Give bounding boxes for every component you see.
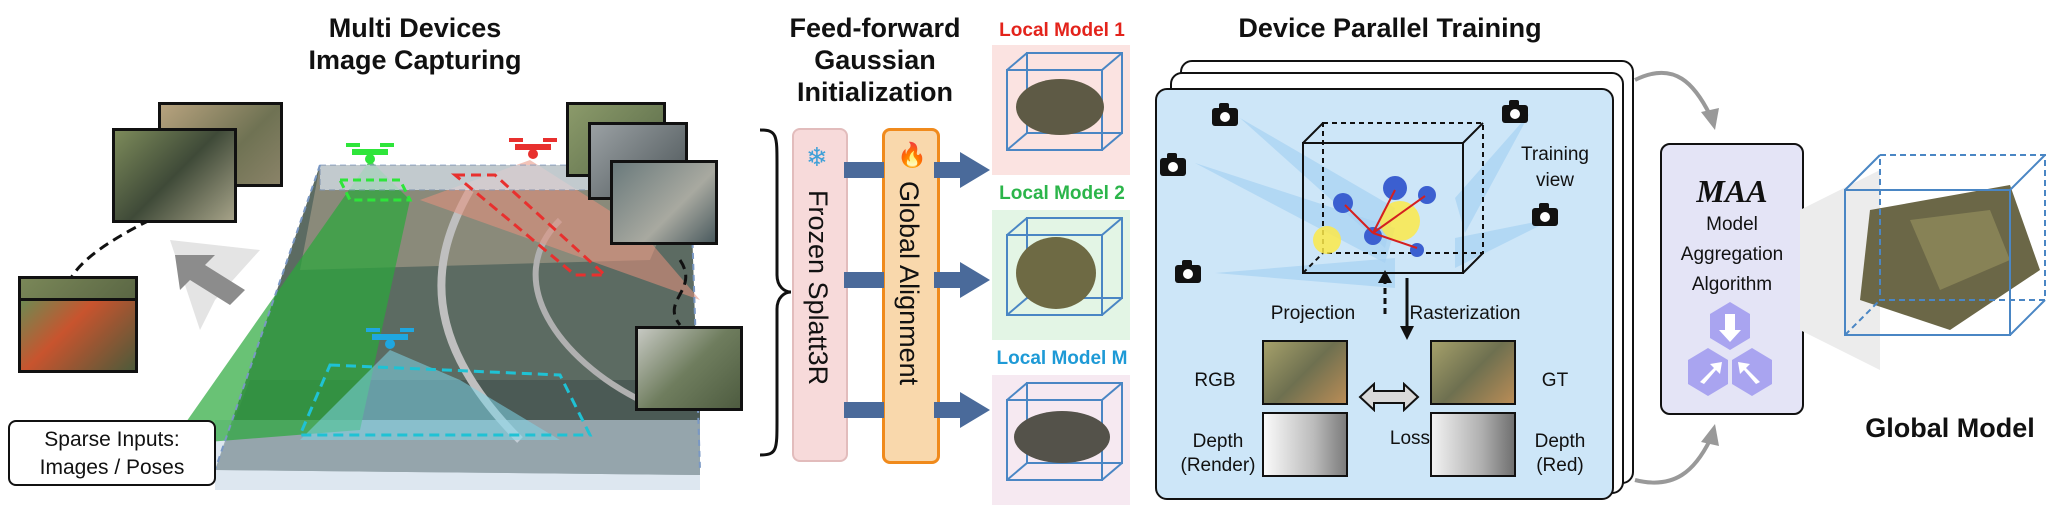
global-alignment-block: 🔥 Global Alignment	[882, 128, 940, 464]
rgb-render-image	[1262, 340, 1348, 405]
sparse-inputs-box: Sparse Inputs: Images / Poses	[8, 420, 216, 486]
photo-thumbnail	[610, 160, 718, 245]
training-view-label: Training view	[1521, 144, 1589, 191]
gt-image	[1430, 340, 1516, 405]
drone-icon	[509, 138, 557, 159]
gaussian-blob	[1380, 201, 1420, 241]
frozen-splatt3r-label: Frozen Splatt3R	[803, 190, 833, 386]
camera-icon	[1160, 153, 1186, 176]
camera-ray	[1455, 113, 1530, 233]
maa-line1: Model	[1706, 214, 1758, 235]
global-model-cube	[1844, 154, 2046, 336]
rgb-label: RGB	[1194, 370, 1236, 391]
red-frustum	[420, 160, 700, 300]
gaussian-blob	[1313, 226, 1341, 254]
depth-red-line1: Depth	[1534, 431, 1586, 452]
photo-thumbnail	[18, 298, 138, 373]
green-footprint	[337, 178, 413, 202]
init-arrows	[844, 152, 990, 428]
cyan-footprint	[297, 363, 593, 437]
frozen-splatt3r-block: ❄ Frozen Splatt3R	[792, 128, 848, 462]
photo-thumbnail	[635, 326, 743, 411]
training-scene	[1195, 113, 1555, 340]
local-model-cubes	[1006, 52, 1123, 481]
local-model-2-label: Local Model 2	[999, 183, 1125, 204]
gaussian-blob	[1014, 411, 1110, 463]
sparse-inputs-line2: Images / Poses	[39, 456, 185, 479]
projection-label: Projection	[1270, 303, 1356, 324]
depth-red-line2: (Red)	[1536, 455, 1584, 476]
depth-render-image	[1262, 412, 1348, 477]
loss-arrow-icon	[1358, 382, 1420, 412]
gaussian-blob	[1383, 176, 1407, 200]
photo-thumbnail	[112, 128, 237, 223]
init-title: Feed-forward Gaussian Initialization	[789, 13, 961, 107]
capture-scene	[68, 138, 701, 490]
training-title: Device Parallel Training	[1238, 13, 1542, 43]
cyan-frustum	[300, 350, 560, 440]
loss-label: Loss	[1389, 428, 1431, 449]
camera-icon	[1212, 103, 1238, 126]
projection-arrowhead	[1378, 270, 1392, 283]
left-edge	[214, 164, 321, 471]
camera-icon	[1175, 260, 1201, 283]
snowflake-icon: ❄	[806, 142, 828, 172]
drone-icon	[346, 143, 394, 164]
camera-icon	[1502, 100, 1528, 123]
gaussian-blob	[1016, 237, 1096, 309]
arrow-icon	[175, 255, 245, 305]
fire-icon: 🔥	[897, 142, 927, 169]
depth-render-label: Depth (Render)	[1168, 430, 1268, 478]
global-model-title: Global Model	[1865, 413, 2035, 443]
rasterization-arrowhead	[1400, 326, 1414, 340]
sparse-inputs-line1: Sparse Inputs:	[44, 428, 180, 451]
connector-left	[68, 218, 151, 281]
gaussian-scene	[1910, 210, 2010, 290]
maa-line2: Aggregation	[1680, 244, 1784, 265]
camera-icon	[1532, 203, 1558, 226]
connector-right	[672, 259, 688, 326]
brace	[759, 128, 792, 457]
gaussian-blob	[1418, 186, 1436, 204]
right-edge	[689, 164, 701, 471]
depth-red-image	[1430, 412, 1516, 477]
depth-red-label: Depth (Red)	[1520, 430, 1600, 478]
camera-ray	[1195, 163, 1395, 263]
depth-render-line1: Depth	[1192, 431, 1244, 452]
capture-title: Multi Devices Image Capturing	[308, 13, 522, 75]
gt-label: GT	[1541, 370, 1569, 391]
drone-icon	[366, 328, 414, 349]
local-model-m-label: Local Model M	[996, 348, 1128, 369]
depth-render-line2: (Render)	[1180, 455, 1256, 476]
aggregation-icon	[1688, 302, 1772, 396]
maa-line3: Algorithm	[1691, 274, 1773, 295]
maa-arrows	[1634, 70, 1719, 485]
rasterization-label: Rasterization	[1409, 303, 1521, 324]
gaussian-blob	[1410, 243, 1424, 257]
gaussian-blob	[1364, 227, 1382, 245]
maa-acronym: MAA	[1696, 173, 1768, 209]
local-model-1-label: Local Model 1	[999, 20, 1125, 41]
gaussian-blob	[1016, 79, 1104, 135]
global-alignment-label: Global Alignment	[894, 181, 924, 386]
green-frustum	[170, 160, 410, 445]
